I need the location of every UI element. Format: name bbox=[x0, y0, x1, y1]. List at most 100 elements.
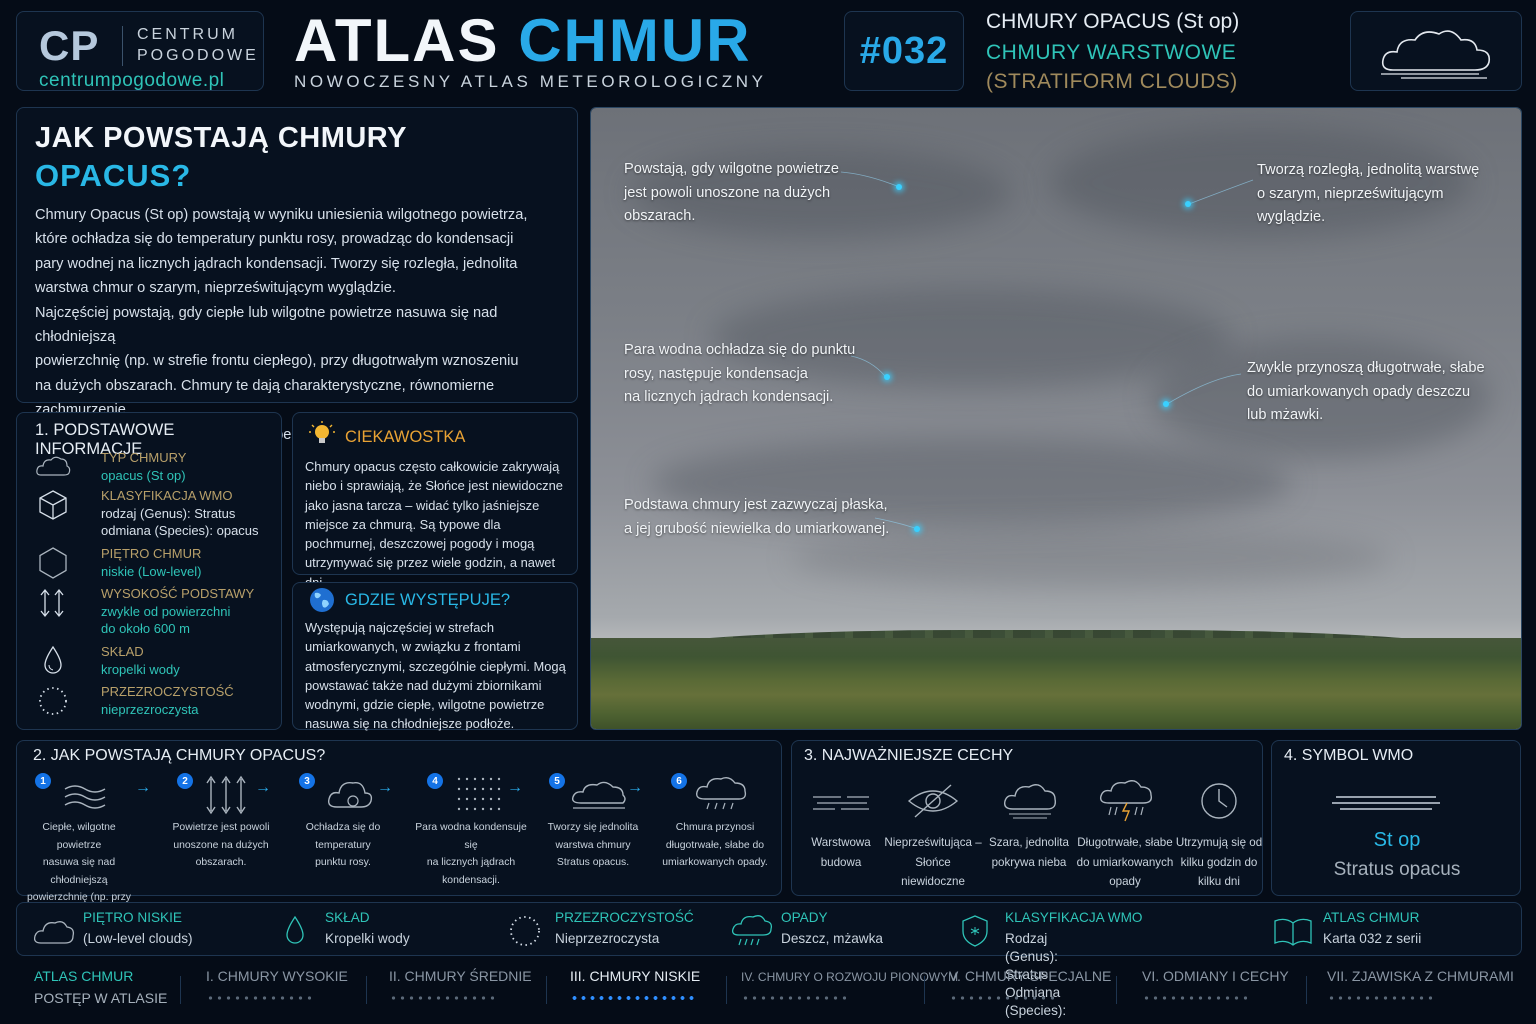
nav-section-vertical[interactable]: IV. CHMURY O ROZWOJU PIONOWYM bbox=[741, 970, 959, 984]
step-number: 4 bbox=[427, 773, 443, 789]
summary-label: ATLAS CHMUR bbox=[1323, 910, 1420, 925]
rain-cloud-icon bbox=[731, 915, 773, 946]
info-value: kropelki wody bbox=[101, 661, 180, 677]
nav-progress-dots bbox=[1327, 996, 1432, 1000]
feature-item: Utrzymują się od kilku godzin do kilku d… bbox=[1170, 777, 1268, 892]
gray-cloud-icon bbox=[1003, 784, 1057, 819]
annotation-marker[interactable] bbox=[914, 526, 920, 532]
nav-progress-dots bbox=[1142, 996, 1247, 1000]
annotation-marker[interactable] bbox=[1185, 201, 1191, 207]
intro-title-accent: OPACUS? bbox=[35, 158, 192, 193]
info-label: PIĘTRO CHMUR bbox=[101, 546, 202, 561]
fun-fact-text: Chmury opacus często całkowicie zakrywaj… bbox=[305, 459, 563, 590]
globe-icon bbox=[310, 588, 334, 612]
photo-cloud-shade bbox=[1151, 338, 1491, 458]
info-label: TYP CHMURY bbox=[101, 450, 187, 465]
where-text: Występują najczęściej w strefach umiarko… bbox=[305, 620, 566, 732]
logo-name: CENTRUM POGODOWE bbox=[137, 24, 259, 66]
dotted-circle-icon bbox=[510, 916, 540, 946]
features-heading: 3. NAJWAŻNIEJSZE CECHY bbox=[804, 747, 1014, 764]
info-label: PRZEZROCZYSTOŚĆ bbox=[101, 684, 234, 699]
where-panel: GDZIE WYSTĘPUJE? Występują najczęściej w… bbox=[292, 582, 578, 731]
process-step: 6 Chmura przynosi długotrwałe, słabe do … bbox=[655, 771, 775, 895]
page-title: ATLAS CHMUR bbox=[294, 6, 752, 75]
feature-text: Nieprześwitująca – Słońce niewidoczne bbox=[884, 836, 982, 888]
nav-divider bbox=[924, 976, 925, 1004]
nav-section-phenomena[interactable]: VII. ZJAWISKA Z CHMURAMI bbox=[1327, 968, 1514, 984]
summary-label: OPADY bbox=[781, 910, 828, 925]
photo-cloud-shade bbox=[651, 438, 1291, 528]
step-text: Tworzy się jednolita warstwa chmury Stra… bbox=[547, 822, 639, 868]
annotation-marker[interactable] bbox=[884, 374, 890, 380]
info-value: opacus (St op) bbox=[101, 467, 186, 483]
photo-cloud-shade bbox=[711, 288, 1231, 388]
cloud-icon bbox=[36, 456, 71, 476]
step-number: 1 bbox=[35, 773, 51, 789]
nav-progress-dots bbox=[741, 996, 846, 1000]
shield-icon bbox=[962, 915, 988, 947]
intro-panel: JAK POWSTAJĄ CHMURY OPACUS? Chmury Opacu… bbox=[16, 107, 578, 443]
nav-progress-label: POSTĘP W ATLASIE bbox=[34, 990, 168, 1006]
step-number: 5 bbox=[549, 773, 565, 789]
fun-fact-panel: CIEKAWOSTKA Chmury opacus często całkowi… bbox=[292, 412, 578, 590]
dotted-circle-icon bbox=[39, 687, 67, 715]
feature-text: Szara, jednolita pokrywa nieba bbox=[989, 836, 1069, 869]
logo-name-line1: CENTRUM bbox=[137, 26, 238, 43]
annotation-marker[interactable] bbox=[896, 184, 902, 190]
wmo-code: St op bbox=[1373, 829, 1421, 851]
annotation-condensation: Para wodna ochładza się do punktu rosy, … bbox=[624, 342, 856, 405]
rain-cloud-icon bbox=[695, 776, 747, 810]
header-cloud-badge bbox=[1350, 11, 1522, 91]
clock-icon bbox=[1201, 783, 1237, 819]
annotation-base: Podstawa chmury jest zazwyczaj płaska, a… bbox=[624, 497, 890, 537]
nav-section-special[interactable]: V. CHMURY SPECJALNE bbox=[949, 968, 1112, 984]
info-value: nieprzezroczysta bbox=[101, 701, 199, 717]
step-text: Ochładza się do temperatury punktu rosy. bbox=[305, 822, 381, 868]
arrow-right-icon: → bbox=[255, 779, 271, 796]
feature-item: Warstwowa budowa bbox=[792, 777, 890, 872]
page-subtitle: NOWOCZESNY ATLAS METEOROLOGICZNY bbox=[294, 72, 767, 91]
process-step: 3 Ochładza się do temperatury punktu ros… bbox=[283, 771, 403, 895]
cooling-cloud-icon bbox=[327, 782, 373, 808]
wind-waves-icon bbox=[64, 785, 106, 809]
cloud-layer-icon bbox=[571, 781, 626, 809]
arrow-right-icon: → bbox=[135, 779, 151, 796]
where-heading: GDZIE WYSTĘPUJE? bbox=[345, 591, 511, 609]
cloud-icon bbox=[33, 921, 75, 944]
updraft-arrows-icon bbox=[206, 775, 246, 815]
features-panel: 3. NAJWAŻNIEJSZE CECHY Warstwowa budowa … bbox=[791, 740, 1263, 896]
annotation-marker[interactable] bbox=[1163, 401, 1169, 407]
photo-landscape bbox=[591, 638, 1521, 729]
feature-text: Długotrwałe, słabe do umiarkowanych opad… bbox=[1076, 836, 1174, 888]
process-panel: 2. JAK POWSTAJĄ CHMURY OPACUS? 1 Ciepłe,… bbox=[16, 740, 782, 956]
wmo-heading: 4. SYMBOL WMO bbox=[1284, 747, 1414, 764]
photo-cloud-shade bbox=[1051, 128, 1471, 238]
wmo-stratus-symbol-icon bbox=[1332, 796, 1440, 810]
info-value: zwykle od powierzchni do około 600 m bbox=[101, 603, 231, 637]
nav-section-varieties[interactable]: VI. ODMIANY I CECHY bbox=[1142, 968, 1289, 984]
photo-cloud-shade bbox=[631, 148, 1011, 238]
info-label: KLASYFIKACJA WMO bbox=[101, 488, 233, 503]
summary-value: (Low-level clouds) bbox=[83, 931, 193, 946]
card-number: #032 bbox=[844, 11, 964, 91]
fun-fact-heading: CIEKAWOSTKA bbox=[345, 428, 466, 446]
nav-progress-dots bbox=[389, 996, 494, 1000]
cube-icon bbox=[39, 490, 67, 520]
step-number: 2 bbox=[177, 773, 193, 789]
step-text: Chmura przynosi długotrwałe, słabe do um… bbox=[662, 822, 768, 868]
logo-url-link[interactable]: centrumpogodowe.pl bbox=[39, 70, 225, 91]
feature-text: Warstwowa budowa bbox=[811, 836, 871, 869]
nav-atlas-label: ATLAS CHMUR bbox=[34, 968, 134, 984]
cloud-family-en: (STRATIFORM CLOUDS) bbox=[986, 70, 1238, 93]
annotation-precipitation: Zwykle przynoszą długotrwałe, słabe do u… bbox=[1247, 360, 1485, 423]
hexagon-icon bbox=[39, 547, 67, 579]
layers-lines-icon bbox=[813, 796, 869, 810]
nav-section-middle[interactable]: II. CHMURY ŚREDNIE bbox=[389, 968, 532, 984]
nav-divider bbox=[1306, 976, 1307, 1004]
nav-section-high[interactable]: I. CHMURY WYSOKIE bbox=[206, 968, 348, 984]
summary-value: Kropelki wody bbox=[325, 931, 410, 946]
summary-value: Deszcz, mżawka bbox=[781, 931, 883, 946]
nav-section-low[interactable]: III. CHMURY NISKIE bbox=[570, 968, 701, 984]
wmo-symbol-panel: 4. SYMBOL WMO St op Stratus opacus bbox=[1271, 740, 1521, 896]
process-heading: 2. JAK POWSTAJĄ CHMURY OPACUS? bbox=[33, 747, 326, 764]
